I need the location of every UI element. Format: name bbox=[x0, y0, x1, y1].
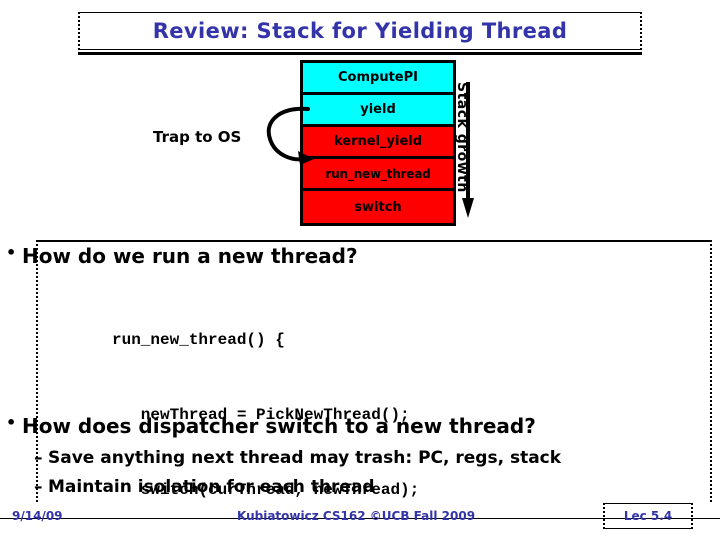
trap-to-os-arrow-icon bbox=[266, 106, 314, 165]
bullet-glyph: • bbox=[6, 413, 17, 432]
sub-bullet-text: Save anything next thread may trash: PC,… bbox=[48, 448, 562, 468]
slide-title-box: Review: Stack for Yielding Thread bbox=[78, 12, 642, 50]
code-line: run_new_thread() { bbox=[112, 331, 285, 349]
dash-glyph: – bbox=[34, 448, 43, 468]
page-title: Review: Stack for Yielding Thread bbox=[152, 19, 568, 43]
dash-glyph: – bbox=[34, 477, 43, 497]
title-underline bbox=[78, 52, 642, 55]
sub-bullet-save-state: – Save anything next thread may trash: P… bbox=[34, 448, 561, 468]
footer-attribution: Kubiatowicz CS162 ©UCB Fall 2009 bbox=[237, 509, 476, 523]
footer-lecture-number: Lec 5.4 bbox=[623, 509, 673, 523]
thread-stack-diagram: ComputePI yield kernel_yield run_new_thr… bbox=[300, 60, 456, 226]
trap-to-os-label: Trap to OS bbox=[153, 128, 242, 146]
bullet-glyph: • bbox=[6, 243, 17, 262]
code-line: switch(curThread, newThread); bbox=[112, 481, 420, 499]
code-block-run-new-thread: run_new_thread() { newThread = PickNewTh… bbox=[112, 278, 563, 540]
bullet-run-new-thread: • How do we run a new thread? bbox=[6, 243, 358, 268]
stack-growth-label: Stack growth bbox=[454, 82, 470, 193]
stack-frame-kernel-yield: kernel_yield bbox=[303, 127, 453, 159]
footer-lecture-box: Lec 5.4 bbox=[603, 503, 693, 529]
stack-frame-computepi: ComputePI bbox=[303, 63, 453, 95]
stack-frame-run-new-thread: run_new_thread bbox=[303, 159, 453, 191]
sub-bullet-maintain-isolation: – Maintain isolation for each thread bbox=[34, 477, 375, 497]
bullet-text: How do we run a new thread? bbox=[22, 244, 358, 268]
footer-divider bbox=[0, 518, 720, 519]
stack-frame-yield: yield bbox=[303, 95, 453, 127]
slide-body-box bbox=[36, 240, 712, 502]
bullet-dispatcher-switch: • How does dispatcher switch to a new th… bbox=[6, 413, 536, 438]
stack-growth-arrow-icon bbox=[462, 82, 474, 218]
code-line: newThread = PickNewThread(); bbox=[112, 406, 410, 424]
sub-bullet-text: Maintain isolation for each thread bbox=[48, 477, 375, 497]
stack-frame-switch: switch bbox=[303, 191, 453, 223]
bullet-text: How does dispatcher switch to a new thre… bbox=[22, 414, 536, 438]
footer-date: 9/14/09 bbox=[12, 509, 63, 523]
